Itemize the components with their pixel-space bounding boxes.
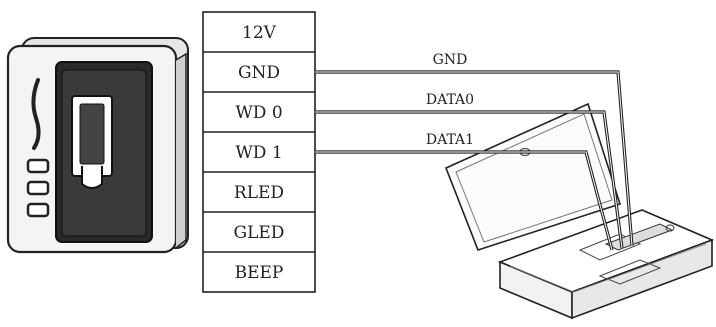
- controller-base-side: [571, 238, 713, 320]
- wire-label: DATA1: [426, 132, 474, 148]
- controller-compartment-1: [578, 233, 642, 261]
- wire-label: GND: [433, 52, 468, 68]
- terminal-pin-label: WD 0: [235, 103, 282, 123]
- device-key-2: [26, 180, 50, 196]
- indicator-light-slot: [31, 78, 41, 150]
- terminal-pin-label: GLED: [234, 223, 285, 243]
- wire-core: [315, 151, 613, 251]
- fingerprint-reader-device: [6, 37, 189, 254]
- terminal-block: 12V GND WD 0 WD 1 RLED GLED BEEP: [202, 11, 316, 293]
- controller-screw: [665, 224, 675, 232]
- terminal-pin-label: 12V: [242, 23, 277, 43]
- device-key-1: [26, 158, 50, 174]
- controller-lid: [444, 102, 622, 251]
- terminal-pin-label: GND: [238, 63, 280, 83]
- fingerprint-pad: [79, 103, 105, 165]
- terminal-block-frame: [202, 11, 316, 293]
- terminal-pin-label: RLED: [234, 183, 284, 203]
- wire-core: [315, 111, 623, 249]
- terminal-pin-label: WD 1: [235, 143, 282, 163]
- wire-core: [315, 71, 633, 247]
- controller-compartment-2: [598, 259, 662, 285]
- controller-lid-inner: [455, 113, 613, 243]
- device-key-3: [26, 202, 50, 218]
- device-side-edge: [175, 52, 187, 249]
- wire-label: DATA0: [426, 92, 474, 108]
- terminal-pin-label: BEEP: [235, 263, 284, 283]
- controller-edge-line: [509, 243, 707, 293]
- controller-box: [444, 102, 715, 320]
- finger-guide: [81, 166, 103, 189]
